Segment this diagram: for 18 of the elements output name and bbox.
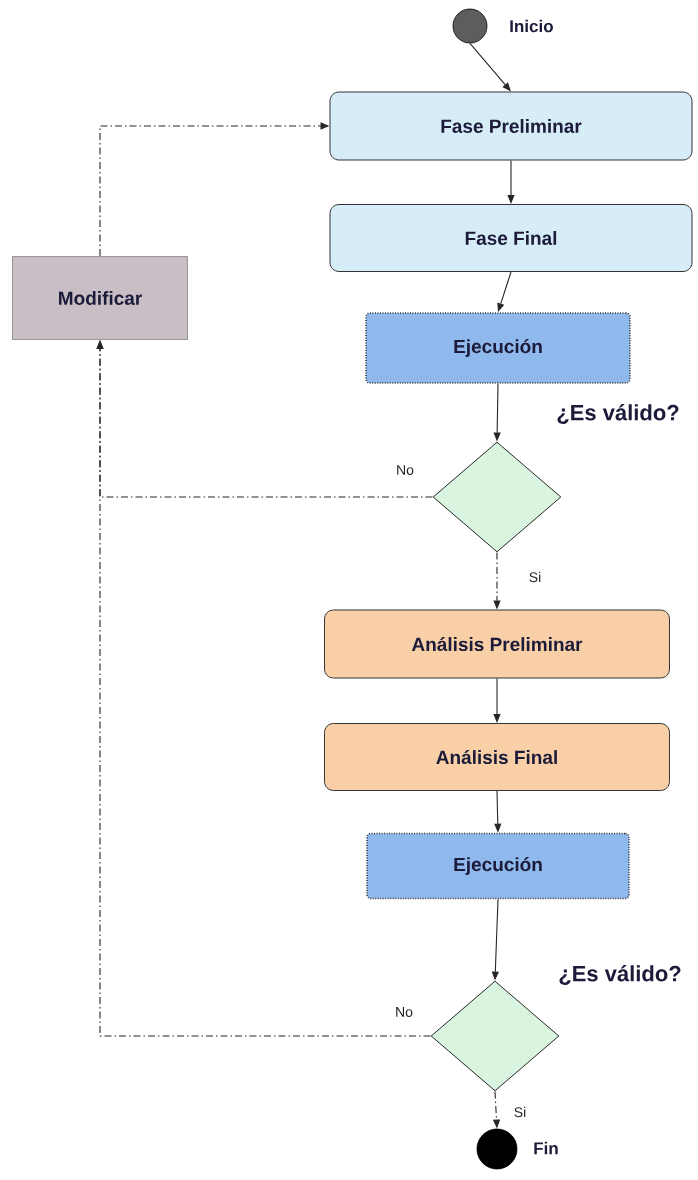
arrow — [493, 677, 501, 723]
modify-box: Modificar — [12, 256, 188, 340]
process-box: Análisis Preliminar — [324, 609, 670, 679]
node-caption: Inicio — [510, 19, 553, 33]
node-caption: ¿Es válido? — [557, 404, 679, 424]
edge-label: No — [395, 464, 415, 476]
process-box: Análisis Final — [324, 723, 670, 791]
arrow — [96, 340, 432, 1037]
edge-label: Si — [512, 1105, 528, 1119]
execution-box: Ejecución — [365, 312, 631, 384]
process-box: Fase Preliminar — [329, 91, 693, 161]
edge-label: No — [394, 1006, 414, 1018]
execution-box: Ejecución — [366, 832, 630, 900]
process-box: Fase Final — [329, 204, 693, 272]
node-caption: ¿Es válido? — [559, 965, 681, 985]
edge-label: Si — [527, 570, 543, 584]
arrow — [507, 159, 515, 204]
node-caption: Fin — [534, 1141, 558, 1155]
